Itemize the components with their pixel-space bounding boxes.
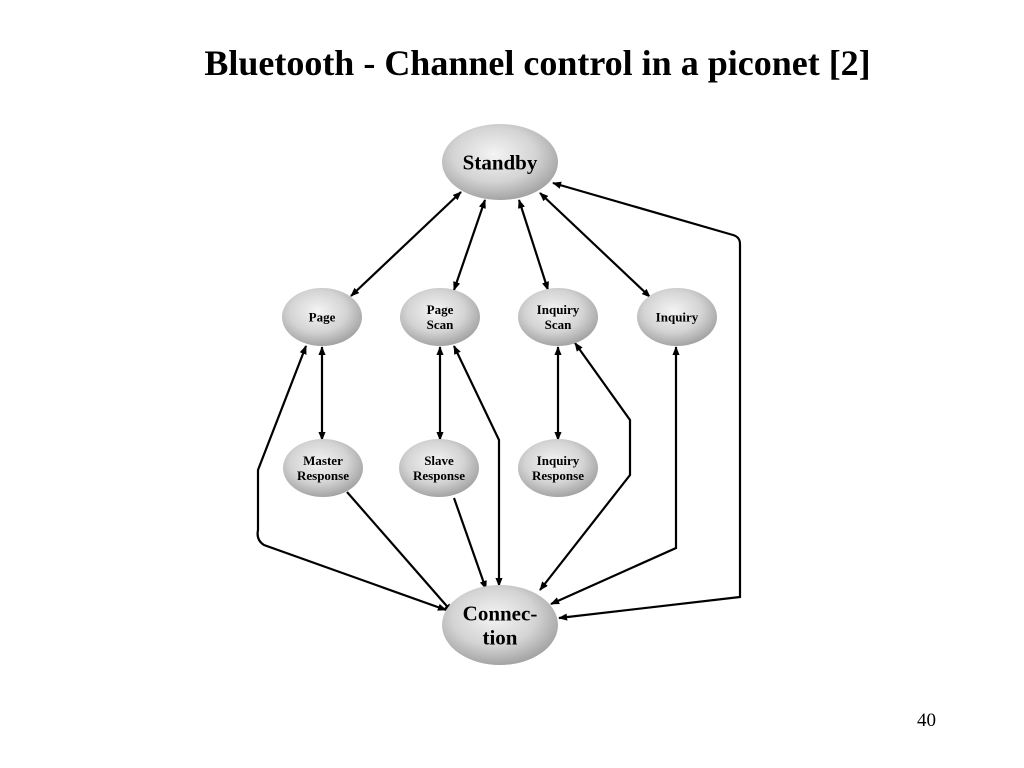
node-standby-ellipse <box>442 124 558 200</box>
slide-title: Bluetooth - Channel control in a piconet… <box>204 43 871 83</box>
node-page-scan-ellipse <box>400 288 480 346</box>
node-inquiry-response-ellipse <box>518 439 598 497</box>
edge-connection-to-standby <box>552 181 742 621</box>
node-inquiry-label-line-1: Inquiry <box>656 310 699 325</box>
node-slave-response-label-line-1: Slave <box>424 453 454 468</box>
node-page-label-line-1: Page <box>309 310 336 325</box>
node-inquiry-scan-ellipse <box>518 288 598 346</box>
node-master-response-label-line-1: Master <box>303 453 343 468</box>
node-connection-ellipse <box>442 585 558 665</box>
edge-connection-to-inquiry <box>550 346 680 606</box>
node-page-scan-label-line-2: Scan <box>427 317 455 332</box>
node-page-scan-label-line-1: Page <box>427 302 454 317</box>
node-slave-response-label-line-2: Response <box>413 468 465 483</box>
edge-standby-to-inquiry-scan <box>517 199 550 291</box>
node-page: Page <box>282 288 362 346</box>
node-standby-label-line-1: Standby <box>463 150 538 174</box>
node-connection-label-line-1: Connec- <box>463 601 538 625</box>
node-slave-response-ellipse <box>399 439 479 497</box>
node-master-response-ellipse <box>283 439 363 497</box>
node-connection-label-line-2: tion <box>482 625 517 649</box>
node-inquiry-ellipse <box>637 288 717 346</box>
edge-connection-to-page-scan <box>453 345 503 587</box>
edge-standby-to-inquiry <box>539 192 651 298</box>
slide-number: 40 <box>917 710 936 731</box>
edge-standby-to-page <box>350 191 462 297</box>
node-inquiry-response-label-line-1: Inquiry <box>537 453 580 468</box>
edge-slave-response-to-connection <box>452 497 488 590</box>
edges-layer <box>256 181 742 621</box>
edge-standby-to-page-scan <box>452 199 487 291</box>
node-inquiry-scan-label-line-1: Inquiry <box>537 302 580 317</box>
node-page-ellipse <box>282 288 362 346</box>
node-inquiry-scan-label-line-2: Scan <box>545 317 573 332</box>
node-connection: Connec-tion <box>442 585 558 665</box>
node-inquiry-response-label-line-2: Response <box>532 468 584 483</box>
node-standby: Standby <box>442 124 558 200</box>
node-inquiry: Inquiry <box>637 288 717 346</box>
edge-connection-to-page <box>256 345 447 612</box>
node-master-response-label-line-2: Response <box>297 468 349 483</box>
